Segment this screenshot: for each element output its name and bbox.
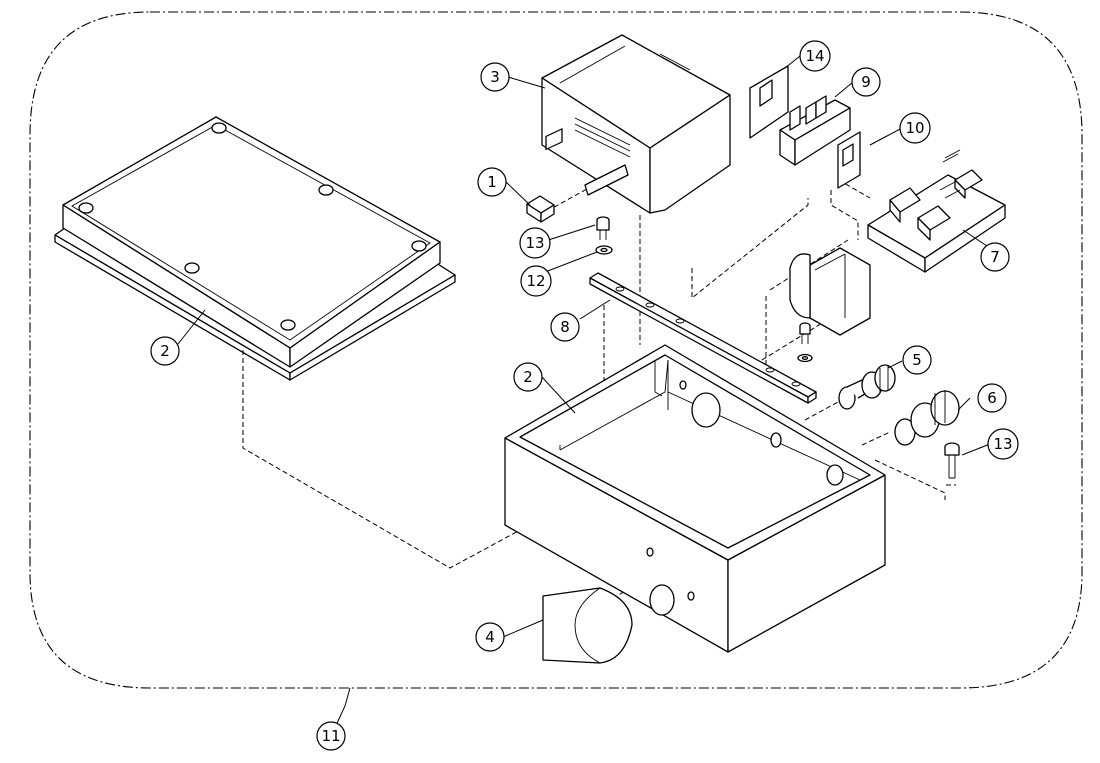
svg-text:2: 2 [523, 368, 533, 386]
assembly-boundary [29, 11, 1083, 689]
long-screw [944, 442, 960, 479]
callout-14: 14 [799, 40, 831, 72]
callout-13-left: 13 [519, 227, 551, 259]
callout-9: 9 [851, 67, 881, 97]
svg-text:1: 1 [487, 173, 497, 191]
svg-text:6: 6 [987, 389, 997, 407]
callout-12: 12 [520, 265, 552, 297]
leader-lines [177, 55, 991, 737]
enclosure-base [504, 344, 886, 653]
svg-text:13: 13 [525, 234, 544, 252]
controller-module [541, 34, 731, 214]
small-adapter [526, 195, 555, 223]
rail-screw-and-washer [797, 322, 813, 363]
callout-7: 7 [980, 242, 1010, 272]
din-rail [589, 272, 817, 404]
callout-13-right: 13 [987, 428, 1019, 460]
callout-8: 8 [550, 312, 580, 342]
callout-11: 11 [316, 721, 346, 751]
svg-text:8: 8 [560, 318, 570, 336]
svg-text:7: 7 [990, 248, 1000, 266]
callout-6: 6 [977, 383, 1007, 413]
terminal-block [779, 95, 851, 166]
enclosure-lid [54, 116, 456, 381]
callout-3: 3 [480, 62, 510, 92]
callout-5: 5 [902, 345, 932, 375]
svg-text:5: 5 [912, 351, 922, 369]
cable-gland-large [894, 390, 960, 446]
svg-text:14: 14 [805, 47, 824, 65]
callout-2-lid: 2 [150, 336, 180, 366]
module-cover [789, 247, 871, 336]
svg-text:11: 11 [321, 727, 340, 745]
relay-board [867, 149, 1006, 273]
callout-2-base: 2 [513, 362, 543, 392]
svg-text:3: 3 [490, 68, 500, 86]
svg-text:13: 13 [993, 435, 1012, 453]
callout-1: 1 [477, 167, 507, 197]
screw-and-washer [595, 216, 613, 255]
blind-plug [542, 587, 633, 664]
svg-text:4: 4 [485, 628, 495, 646]
callout-10: 10 [899, 112, 931, 144]
svg-text:9: 9 [861, 73, 871, 91]
svg-text:12: 12 [526, 272, 545, 290]
terminal-end-stop [837, 131, 861, 189]
callout-4: 4 [475, 622, 505, 652]
svg-text:2: 2 [160, 342, 170, 360]
svg-text:10: 10 [905, 119, 924, 137]
cable-gland-small [838, 364, 896, 410]
terminal-end-bracket [749, 65, 789, 139]
